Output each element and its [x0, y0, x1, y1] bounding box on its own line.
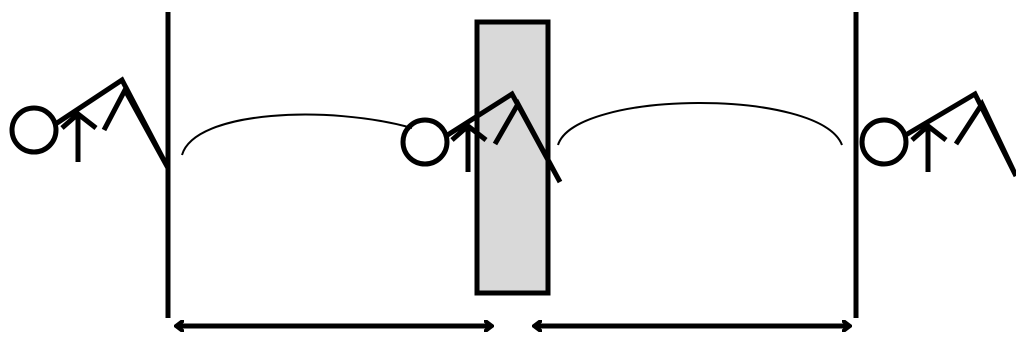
figure-arms-icon [52, 76, 171, 170]
figure-head-icon [9, 105, 59, 155]
figure-arms-icon [444, 90, 563, 184]
center-figure [400, 90, 563, 184]
figure-head-icon [400, 117, 450, 167]
right-arc [557, 102, 843, 146]
left-arc [181, 113, 413, 156]
figure-head-icon [859, 117, 909, 167]
left-figure [9, 76, 171, 170]
center-block [474, 19, 551, 296]
figure-arms-icon [902, 90, 1016, 178]
right-figure [859, 90, 1016, 178]
